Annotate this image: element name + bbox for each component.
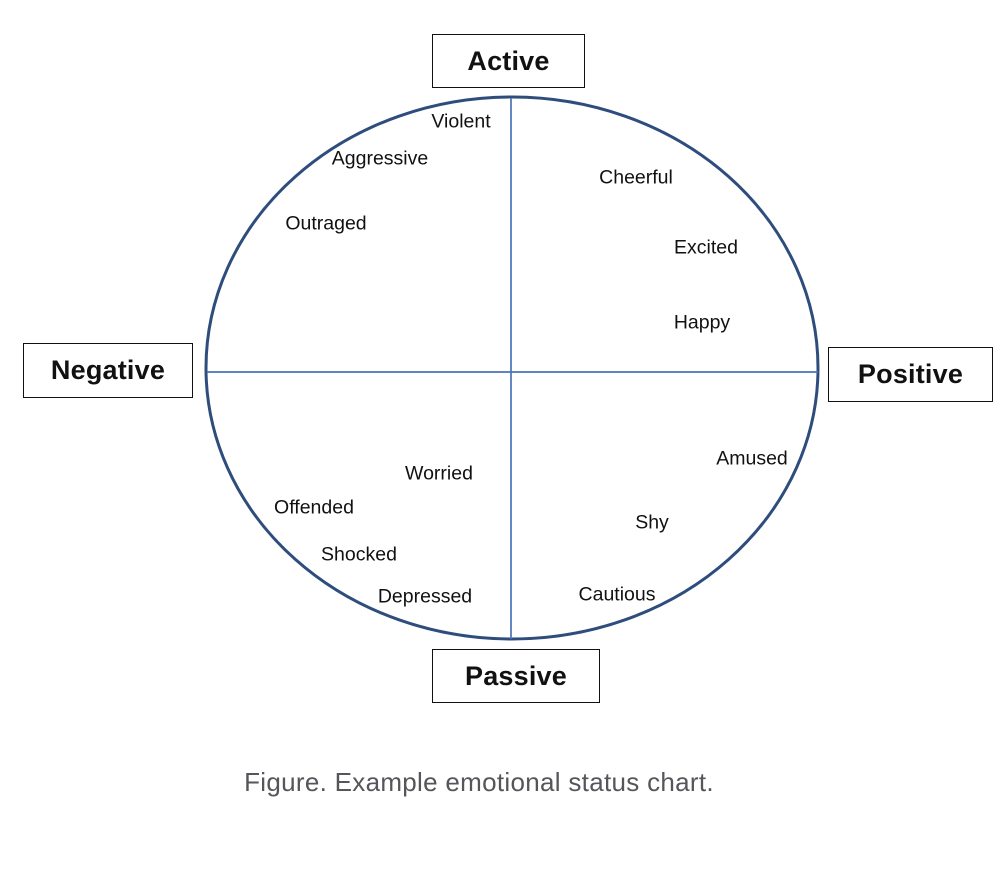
emotion-label-excited: Excited bbox=[674, 236, 738, 259]
figure-caption: Figure. Example emotional status chart. bbox=[244, 767, 714, 797]
emotion-label-shy: Shy bbox=[635, 511, 669, 534]
emotion-label-worried: Worried bbox=[405, 462, 473, 485]
emotion-label-outraged: Outraged bbox=[285, 212, 367, 235]
emotion-label-aggressive: Aggressive bbox=[331, 147, 429, 170]
axis-label-negative: Negative bbox=[50, 355, 166, 385]
emotion-label-cheerful: Cheerful bbox=[599, 166, 673, 189]
axis-label-active: Active bbox=[467, 45, 550, 76]
axis-box-passive: Passive bbox=[432, 649, 600, 703]
emotion-label-amused: Amused bbox=[716, 447, 788, 470]
emotion-circle bbox=[204, 95, 820, 641]
axis-box-negative: Negative bbox=[23, 343, 193, 398]
emotion-label-shocked: Shocked bbox=[321, 543, 397, 566]
emotion-label-happy: Happy bbox=[673, 311, 731, 334]
emotion-label-cautious: Cautious bbox=[578, 583, 656, 606]
axis-label-positive: Positive bbox=[857, 359, 964, 389]
axis-box-active: Active bbox=[432, 34, 585, 88]
axis-label-passive: Passive bbox=[465, 660, 567, 691]
emotion-label-depressed: Depressed bbox=[377, 585, 473, 608]
axis-box-positive: Positive bbox=[828, 347, 993, 402]
emotion-label-offended: Offended bbox=[274, 496, 354, 519]
emotion-label-violent: Violent bbox=[431, 110, 491, 133]
